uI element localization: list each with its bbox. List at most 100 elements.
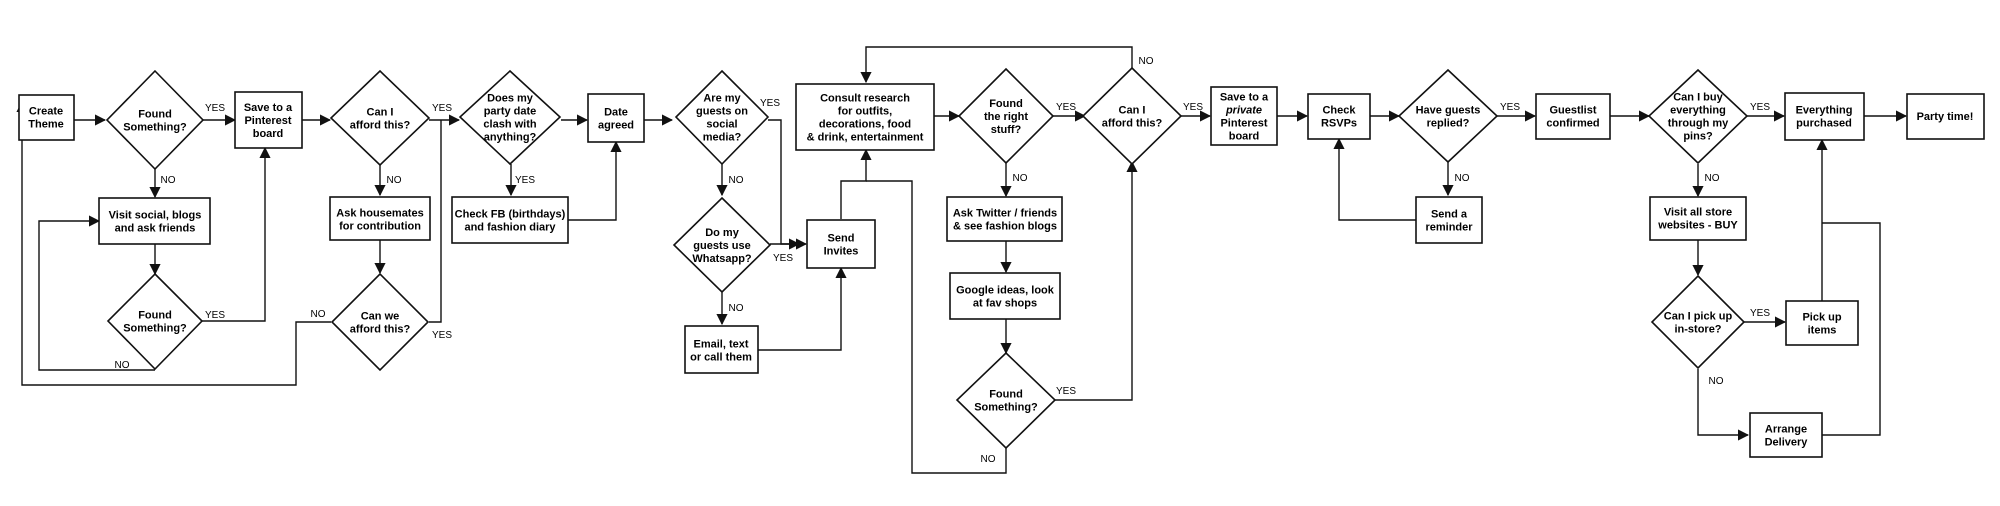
edge-label-no: NO xyxy=(115,360,130,371)
edge-label-yes: YES xyxy=(205,310,225,321)
node-label-line: guests use xyxy=(693,240,750,252)
node-label-line: Does my xyxy=(487,93,534,105)
edge-label-no: NO xyxy=(1709,376,1724,387)
node-label-line: decorations, food xyxy=(819,119,911,131)
node-label-line: Everything xyxy=(1796,105,1853,117)
node-label-line: Save to a xyxy=(1220,92,1269,104)
edge xyxy=(840,148,872,219)
node-label-line: Ask Twitter / friends xyxy=(953,208,1057,220)
edge-label-yes: YES xyxy=(432,330,452,341)
node-label-line: agreed xyxy=(598,120,634,132)
edge-label-no: NO xyxy=(1013,173,1028,184)
edge xyxy=(429,120,442,323)
node-label-line: guests on xyxy=(696,106,748,118)
edge-label-yes: YES xyxy=(760,98,780,109)
node-label-line: afford this? xyxy=(350,324,411,336)
node-party-time: Party time! xyxy=(1906,93,1985,140)
node-label-line: Create xyxy=(29,106,63,118)
node-label-line: purchased xyxy=(1796,118,1852,130)
node-label-line: Check FB (birthdays) xyxy=(455,209,566,221)
node-label-line: or call them xyxy=(690,352,752,364)
node-label-line: Whatsapp? xyxy=(692,253,752,265)
edge xyxy=(1697,369,1750,441)
edge xyxy=(768,119,801,250)
edge-label-no: NO xyxy=(387,175,402,186)
node-label-line: for contribution xyxy=(339,221,421,233)
edge xyxy=(1333,137,1416,221)
edge-label-yes: YES xyxy=(205,103,225,114)
node-label-line: Google ideas, look xyxy=(956,285,1055,297)
node-label-line: Ask housemates xyxy=(336,208,423,220)
node-label-line: Send xyxy=(828,233,855,245)
node-label-line: afford this? xyxy=(1102,118,1163,130)
edge-label-no: NO xyxy=(161,175,176,186)
node-label-line: in-store? xyxy=(1674,324,1721,336)
node-label-line: at fav shops xyxy=(973,298,1037,310)
node-label-line: Do my xyxy=(705,227,740,239)
node-ask-twitter: Ask Twitter / friends& see fashion blogs xyxy=(946,196,1063,242)
node-label-line: Visit all store xyxy=(1664,207,1732,219)
edge-labels: YES NO YES NO YES NO NO YES YES YES NO Y… xyxy=(115,56,1771,465)
node-label-line: Something? xyxy=(123,122,187,134)
edge-label-no: NO xyxy=(1705,173,1720,184)
node-label-line: Email, text xyxy=(693,339,748,351)
node-label: Ask Twitter / friends& see fashion blogs xyxy=(953,208,1057,233)
node-label-line: Something? xyxy=(123,323,187,335)
node-label-line: Can I xyxy=(367,107,394,119)
edge xyxy=(1055,160,1138,401)
node-check-fb: Check FB (birthdays)and fashion diary xyxy=(451,196,569,244)
node-label: Party time! xyxy=(1917,111,1974,123)
node-label-line: & see fashion blogs xyxy=(953,221,1057,233)
node-label-line: afford this? xyxy=(350,120,411,132)
node-label-line: Pinterest xyxy=(244,115,291,127)
node-label-line: & drink, entertainment xyxy=(807,132,924,144)
edge xyxy=(758,266,847,351)
node-label-line: for outfits, xyxy=(838,106,892,118)
node-label: Check FB (birthdays)and fashion diary xyxy=(455,209,566,234)
node-label-line: Delivery xyxy=(1765,437,1809,449)
edge-label-no: NO xyxy=(981,454,996,465)
node-label-line: Guestlist xyxy=(1549,105,1596,117)
node-label-line: the right xyxy=(984,111,1028,123)
